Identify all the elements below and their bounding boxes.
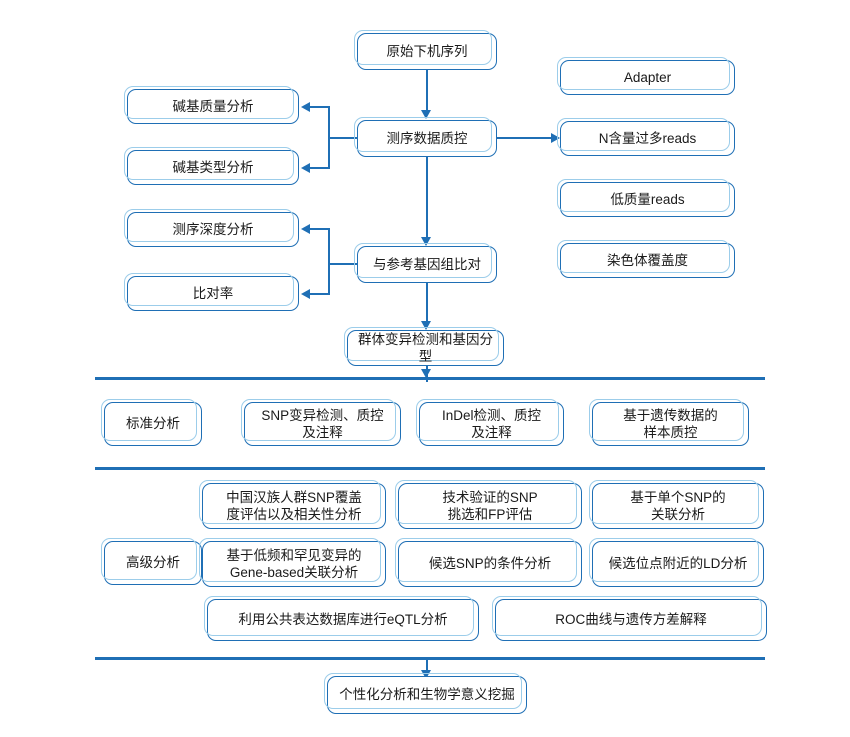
node-single-snp-association[interactable]: 基于单个SNP的 关联分析 — [589, 480, 764, 529]
node-validated-snp-fp-label: 技术验证的SNP 挑选和FP评估 — [442, 489, 538, 522]
node-han-chinese-snp-coverage[interactable]: 中国汉族人群SNP覆盖 度评估以及相关性分析 — [199, 480, 386, 529]
node-sequencing-depth-label: 测序深度分析 — [172, 221, 254, 237]
arrowhead-depth — [301, 223, 310, 234]
node-variant-calling[interactable]: 群体变异检测和基因分型 — [344, 327, 504, 366]
node-alignment-rate[interactable]: 比对率 — [124, 273, 299, 311]
node-personalized-analysis-label: 个性化分析和生物学意义挖掘 — [339, 687, 515, 703]
node-chromosome-coverage-label: 染色体覆盖度 — [607, 252, 688, 268]
arrowhead-align-to-variant — [421, 321, 431, 330]
node-sequencing-qc-label: 测序数据质控 — [386, 130, 468, 146]
node-advanced-analysis-label[interactable]: 高级分析 — [101, 538, 202, 585]
node-snp-detection-qc-annotation[interactable]: SNP变异检测、质控 及注释 — [241, 399, 401, 446]
node-personalized-analysis[interactable]: 个性化分析和生物学意义挖掘 — [324, 673, 527, 714]
node-alignment-rate-label: 比对率 — [192, 285, 234, 301]
node-candidate-locus-ld-label: 候选位点附近的LD分析 — [608, 556, 748, 572]
node-variant-calling-label: 群体变异检测和基因分型 — [358, 331, 493, 364]
arrowhead-variant-to-standard — [421, 369, 431, 378]
node-n-content-reads-label: N含量过多reads — [598, 130, 697, 146]
node-han-chinese-snp-coverage-label: 中国汉族人群SNP覆盖 度评估以及相关性分析 — [226, 489, 362, 522]
node-roc-genetic-variance-label: ROC曲线与遗传方差解释 — [555, 612, 707, 628]
node-candidate-snp-conditional[interactable]: 候选SNP的条件分析 — [395, 538, 582, 587]
arrowhead-align-rate — [301, 288, 310, 299]
node-eqtl-public-expression-db-label: 利用公共表达数据库进行eQTL分析 — [238, 612, 448, 628]
connector-qc-to-n-reads — [497, 137, 553, 140]
node-gene-based-association-label: 基于低频和罕见变异的 Gene-based关联分析 — [226, 547, 362, 580]
node-candidate-locus-ld[interactable]: 候选位点附近的LD分析 — [589, 538, 764, 587]
node-base-type-label: 碱基类型分析 — [172, 159, 254, 175]
node-n-content-reads[interactable]: N含量过多reads — [557, 118, 735, 156]
connector-align-to-rate — [310, 293, 330, 296]
connector-align-left-stem — [328, 263, 359, 266]
arrowhead-to-final — [421, 670, 431, 679]
connector-to-final — [425, 657, 428, 675]
node-indel-detection-qc-annotation[interactable]: InDel检测、质控 及注释 — [416, 399, 564, 446]
node-base-type[interactable]: 碱基类型分析 — [124, 147, 299, 185]
connector-qc-to-align — [425, 157, 428, 239]
connector-align-left-spine — [328, 229, 331, 295]
node-eqtl-public-expression-db[interactable]: 利用公共表达数据库进行eQTL分析 — [204, 596, 479, 641]
node-align-reference-label: 与参考基因组比对 — [373, 256, 481, 272]
node-candidate-snp-conditional-label: 候选SNP的条件分析 — [428, 556, 552, 572]
standard-analysis-label-text: 标准分析 — [126, 416, 180, 432]
node-raw-sequence-label: 原始下机序列 — [386, 43, 468, 59]
node-single-snp-association-label: 基于单个SNP的 关联分析 — [630, 489, 726, 522]
arrowhead-base-quality — [301, 101, 310, 112]
node-indel-detection-qc-annotation-label: InDel检测、质控 及注释 — [441, 407, 541, 440]
node-adapter-label: Adapter — [623, 69, 672, 85]
node-adapter[interactable]: Adapter — [557, 57, 735, 95]
node-genetic-data-sample-qc[interactable]: 基于遗传数据的 样本质控 — [589, 399, 749, 446]
arrowhead-base-type — [301, 162, 310, 173]
connector-qc-to-base-quality — [310, 106, 330, 109]
node-roc-genetic-variance[interactable]: ROC曲线与遗传方差解释 — [492, 596, 767, 641]
arrowhead-raw-to-qc — [421, 110, 431, 119]
node-sequencing-depth[interactable]: 测序深度分析 — [124, 209, 299, 247]
node-gene-based-association[interactable]: 基于低频和罕见变异的 Gene-based关联分析 — [199, 538, 386, 587]
node-validated-snp-fp[interactable]: 技术验证的SNP 挑选和FP评估 — [395, 480, 582, 529]
node-base-quality-label: 碱基质量分析 — [172, 98, 254, 114]
node-genetic-data-sample-qc-label: 基于遗传数据的 样本质控 — [623, 407, 718, 440]
separator-standard-top — [95, 377, 765, 380]
node-base-quality[interactable]: 碱基质量分析 — [124, 86, 299, 124]
node-align-reference[interactable]: 与参考基因组比对 — [354, 243, 497, 283]
node-snp-detection-qc-annotation-label: SNP变异检测、质控 及注释 — [261, 407, 384, 440]
separator-final-top — [95, 657, 765, 660]
node-raw-sequence[interactable]: 原始下机序列 — [354, 30, 497, 70]
arrowhead-qc-to-align — [421, 237, 431, 246]
connector-raw-to-qc — [425, 70, 428, 112]
connector-qc-left-stem — [328, 137, 359, 140]
connector-qc-left-spine — [328, 107, 331, 169]
advanced-analysis-label-text: 高级分析 — [126, 555, 180, 571]
separator-advanced-top — [95, 467, 765, 470]
arrowhead-n-reads — [551, 132, 560, 143]
connector-align-to-variant — [425, 283, 428, 323]
node-standard-analysis-label[interactable]: 标准分析 — [101, 399, 202, 446]
node-low-quality-reads[interactable]: 低质量reads — [557, 179, 735, 217]
connector-qc-to-base-type — [310, 167, 330, 170]
connector-align-to-depth — [310, 228, 330, 231]
node-low-quality-reads-label: 低质量reads — [610, 191, 685, 207]
node-sequencing-qc[interactable]: 测序数据质控 — [354, 117, 497, 157]
node-chromosome-coverage[interactable]: 染色体覆盖度 — [557, 240, 735, 278]
